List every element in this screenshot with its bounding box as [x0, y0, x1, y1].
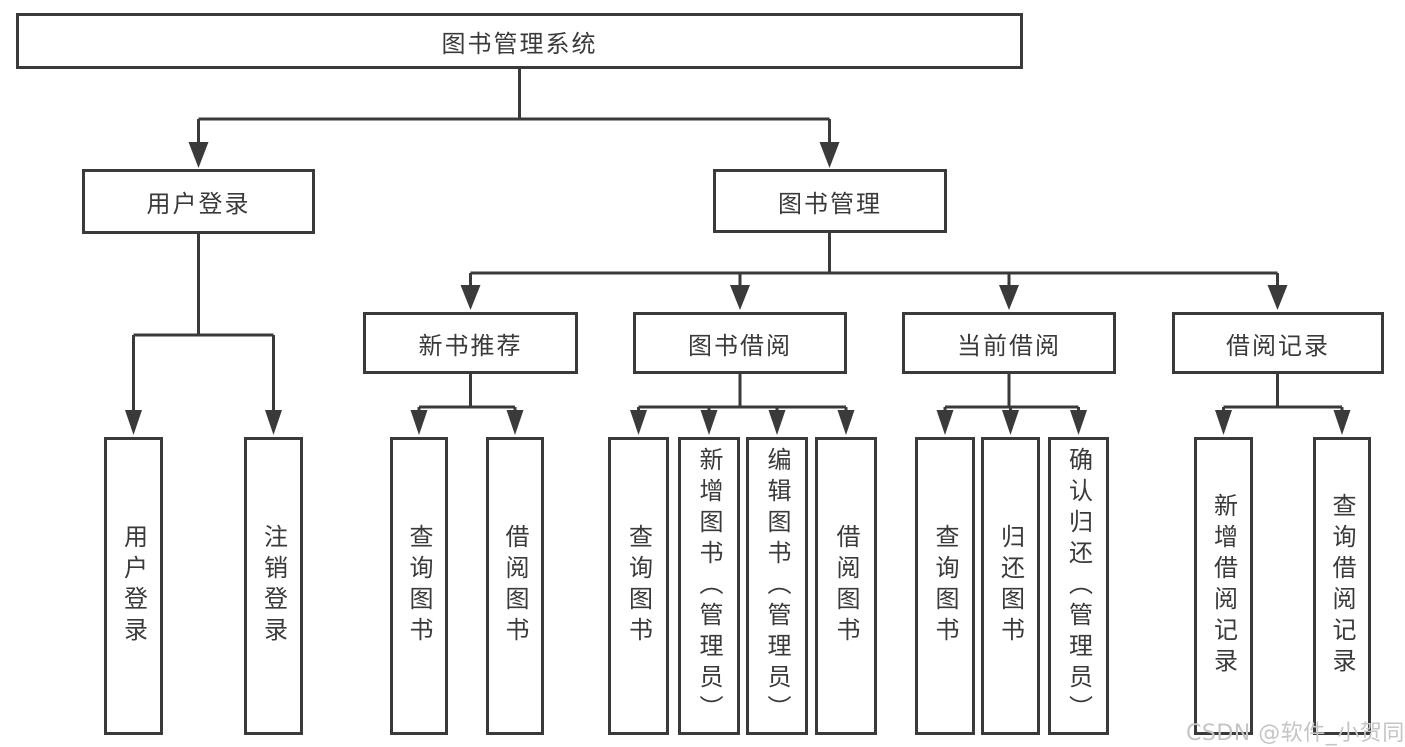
connector-user-login-to-leaves — [132, 234, 275, 414]
node-box-confirm-return-admin: 确认归还（管理员） — [1048, 437, 1109, 735]
node-label-user-login-branch: 用户登录 — [146, 190, 251, 218]
connector-current-borrowing-to-leaves — [943, 374, 1080, 415]
connector-root-to-level2 — [197, 69, 831, 148]
node-box-edit-books-admin: 编辑图书（管理员） — [746, 437, 808, 735]
node-label-borrow-books-recommend: 借阅图书 — [501, 524, 529, 648]
node-box-user-login-leaf: 用户登录 — [104, 437, 163, 735]
node-box-new-book-recommend: 新书推荐 — [363, 312, 578, 374]
node-label-borrow-records: 借阅记录 — [1226, 331, 1330, 360]
node-box-book-management: 图书管理 — [713, 169, 947, 233]
node-box-query-books-current: 查询图书 — [915, 437, 975, 735]
node-label-logout: 注销登录 — [259, 524, 288, 648]
connector-book-management-to-level3 — [469, 233, 1279, 290]
node-label-edit-books-admin: 编辑图书（管理员） — [763, 446, 791, 726]
node-box-borrow-books-leaf: 借阅图书 — [815, 437, 877, 735]
node-box-current-borrowing: 当前借阅 — [902, 312, 1116, 374]
node-label-query-borrow-record: 查询借阅记录 — [1328, 493, 1356, 679]
node-box-user-login-branch: 用户登录 — [82, 169, 315, 234]
node-label-add-books-admin: 新增图书（管理员） — [695, 446, 723, 726]
node-label-book-borrowing: 图书借阅 — [688, 331, 792, 360]
node-label-return-books: 归还图书 — [996, 524, 1025, 648]
connector-new-book-recommend-to-leaves — [417, 374, 517, 415]
node-label-query-books-borrowing: 查询图书 — [624, 524, 653, 648]
node-label-new-book-recommend: 新书推荐 — [418, 331, 523, 360]
node-box-book-borrowing: 图书借阅 — [633, 312, 847, 374]
node-box-logout: 注销登录 — [244, 437, 303, 735]
node-box-return-books: 归还图书 — [981, 437, 1040, 735]
node-label-current-borrowing: 当前借阅 — [957, 331, 1061, 360]
node-label-confirm-return-admin: 确认归还（管理员） — [1064, 446, 1093, 726]
connector-book-borrowing-to-leaves — [637, 374, 848, 415]
node-box-add-borrow-record: 新增借阅记录 — [1194, 437, 1253, 735]
node-label-query-books-current: 查询图书 — [931, 524, 959, 648]
node-box-borrow-books-recommend: 借阅图书 — [486, 437, 544, 735]
node-label-root: 图书管理系统 — [441, 29, 598, 58]
node-label-borrow-books-leaf: 借阅图书 — [832, 524, 860, 648]
node-label-user-login-leaf: 用户登录 — [119, 524, 148, 648]
node-label-book-management: 图书管理 — [778, 189, 882, 218]
node-box-borrow-records: 借阅记录 — [1172, 312, 1384, 374]
node-box-query-books-recommend: 查询图书 — [390, 437, 448, 735]
node-box-add-books-admin: 新增图书（管理员） — [678, 437, 740, 735]
node-box-query-borrow-record: 查询借阅记录 — [1313, 437, 1371, 735]
connector-borrow-records-to-leaves — [1222, 374, 1344, 415]
node-label-add-borrow-record: 新增借阅记录 — [1209, 493, 1238, 679]
node-box-root: 图书管理系统 — [16, 13, 1023, 69]
watermark: CSDN @软件_小贺同学 — [1186, 721, 1405, 746]
node-label-query-books-recommend: 查询图书 — [405, 524, 433, 648]
node-box-query-books-borrowing: 查询图书 — [608, 437, 669, 735]
